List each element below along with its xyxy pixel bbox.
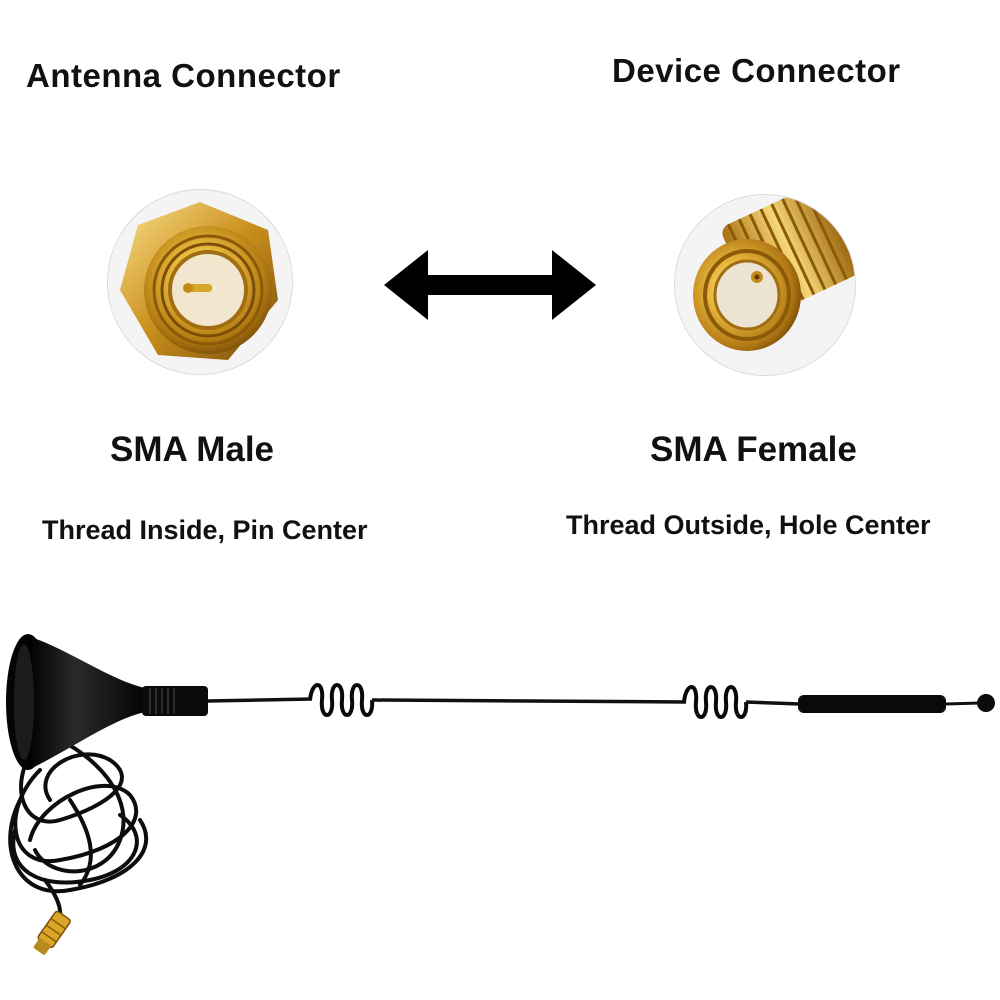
sma-male-label: SMA Male bbox=[110, 430, 275, 469]
sma-female-description: Thread Outside, Hole Center bbox=[566, 510, 931, 540]
device-connector-heading: Device Connector bbox=[612, 52, 901, 89]
sma-female-label: SMA Female bbox=[650, 430, 857, 469]
sma-female-connector-image bbox=[675, 195, 855, 375]
double-headed-arrow-icon bbox=[384, 250, 596, 320]
sma-male-description: Thread Inside, Pin Center bbox=[42, 515, 368, 545]
antenna-connector-heading: Antenna Connector bbox=[26, 57, 341, 94]
sma-male-connector-image bbox=[108, 190, 292, 374]
magnetic-antenna-image bbox=[6, 634, 995, 955]
